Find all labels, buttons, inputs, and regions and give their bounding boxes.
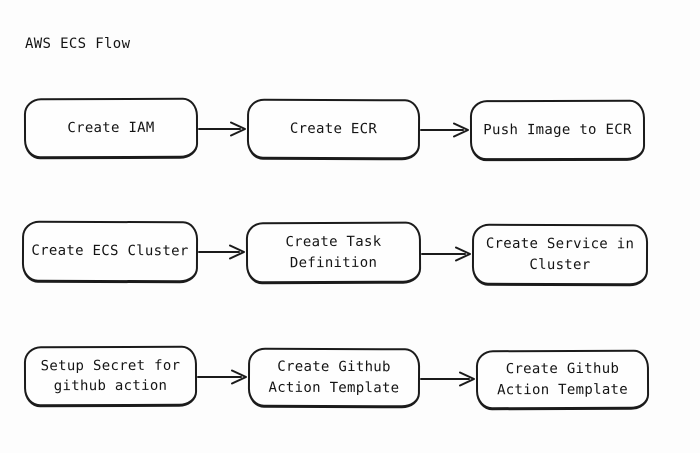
arrow-cluster-to-task-definition-icon	[198, 244, 245, 260]
node-label: Create Task Definition	[285, 233, 382, 271]
node-create-iam: Create IAM	[23, 97, 199, 160]
arrow-task-definition-to-service-icon	[421, 246, 471, 262]
node-label: Setup Secret for github action	[40, 357, 181, 395]
node-create-service-in-cluster: Create Service in Cluster	[471, 223, 649, 287]
node-create-github-action-template-1: Create Github Action Template	[247, 347, 421, 409]
arrow-ecr-to-push-image-icon	[420, 122, 469, 138]
node-label: Push Image to ECR	[483, 121, 632, 139]
node-create-task-definition: Create Task Definition	[245, 221, 422, 285]
node-create-ecr: Create ECR	[246, 98, 421, 161]
arrow-iam-to-ecr-icon	[198, 121, 246, 137]
node-create-ecs-cluster: Create ECS Cluster	[21, 220, 199, 284]
arrow-template-to-template-icon	[420, 371, 475, 387]
node-label: Create IAM	[67, 119, 155, 136]
node-label: Create Github Action Template	[268, 358, 400, 396]
diagram-title: AWS ECS Flow	[25, 36, 131, 52]
node-setup-secret-for-github-action: Setup Secret for github action	[23, 345, 198, 408]
node-label: Create Github Action Template	[497, 361, 629, 398]
node-label: Create ECS Cluster	[31, 243, 189, 260]
node-label: Create ECR	[289, 120, 378, 138]
node-create-github-action-template-2: Create Github Action Template	[475, 349, 650, 411]
arrow-secret-to-template-icon	[197, 369, 247, 385]
node-push-image-to-ecr: Push Image to ECR	[469, 99, 646, 162]
node-label: Create Service in Cluster	[485, 235, 635, 273]
